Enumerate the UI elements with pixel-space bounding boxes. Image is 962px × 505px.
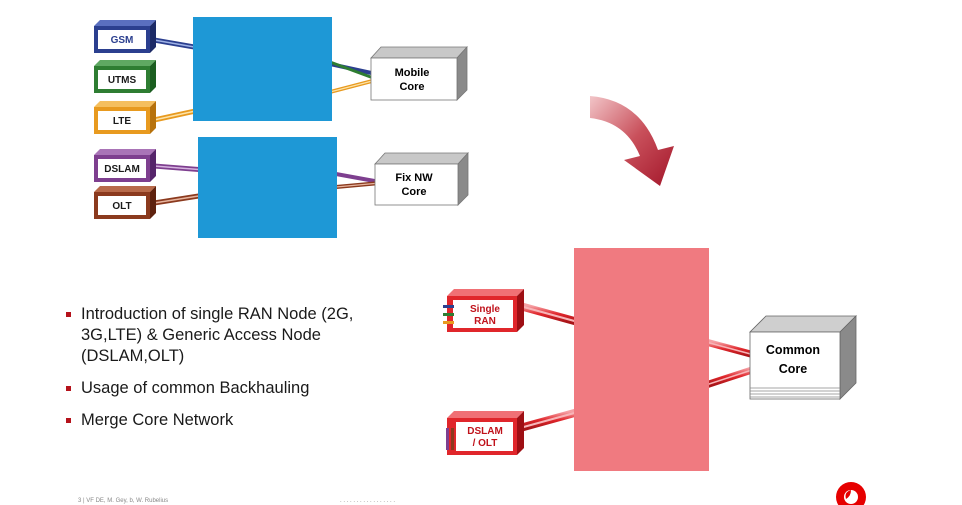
- bullet-item: Merge Core Network: [64, 410, 404, 431]
- single-ran-label-line2: RAN: [474, 316, 496, 327]
- bullet-line: 3G,LTE) & Generic Access Node: [81, 326, 321, 344]
- mobile-core-label-line2: Core: [399, 81, 424, 93]
- bullet-line: Usage of common Backhauling: [81, 379, 310, 397]
- utms-tag: UTMS: [94, 60, 156, 93]
- dslam-olt-label-line1: DSLAM: [467, 426, 503, 437]
- bullet-item: Usage of common Backhauling: [64, 378, 404, 399]
- utms-label: UTMS: [108, 75, 137, 86]
- fix-core-box: Fix NW Core: [374, 151, 469, 206]
- footer-text: 3 | VF DE, M. Gey, b, W. Rubelius: [78, 498, 169, 504]
- footer-middle-text: . . . . . . . . . . . . . . . . .: [340, 498, 396, 504]
- single-ran-label-line1: Single: [470, 304, 500, 315]
- single-ran-tag: Single RAN: [443, 289, 524, 332]
- bullet-list: Introduction of single RAN Node (2G, 3G,…: [64, 304, 404, 442]
- common-core-box: Common Core: [749, 315, 857, 400]
- bullet-line: Introduction of single RAN Node (2G,: [81, 305, 354, 323]
- converged-access-node: [574, 248, 709, 471]
- gsm-tag: GSM: [94, 20, 156, 53]
- lte-tag: LTE: [94, 101, 156, 134]
- fix-core-label-line2: Core: [401, 186, 426, 198]
- transition-arrow: [590, 96, 674, 186]
- olt-tag: OLT: [94, 186, 156, 219]
- bullet-item: Introduction of single RAN Node (2G, 3G,…: [64, 304, 404, 367]
- fixed-access-node: [198, 137, 337, 238]
- fix-core-label-line1: Fix NW: [395, 172, 433, 184]
- bullet-line: Merge Core Network: [81, 411, 234, 429]
- common-core-label-line1: Common: [766, 343, 820, 357]
- dslam-olt-label-line2: / OLT: [473, 438, 498, 449]
- gsm-label: GSM: [111, 35, 134, 46]
- mobile-access-node: [193, 17, 332, 121]
- lte-label: LTE: [113, 116, 131, 127]
- bullet-line: (DSLAM,OLT): [81, 347, 185, 365]
- common-core-label-line2: Core: [779, 362, 808, 376]
- dslam-olt-tag: DSLAM / OLT: [446, 411, 524, 455]
- mobile-core-box: Mobile Core: [370, 45, 468, 101]
- mobile-core-label-line1: Mobile: [395, 67, 430, 79]
- olt-label: OLT: [112, 201, 131, 212]
- vodafone-logo-icon: [836, 482, 866, 505]
- dslam-label: DSLAM: [104, 164, 140, 175]
- dslam-tag: DSLAM: [94, 149, 156, 182]
